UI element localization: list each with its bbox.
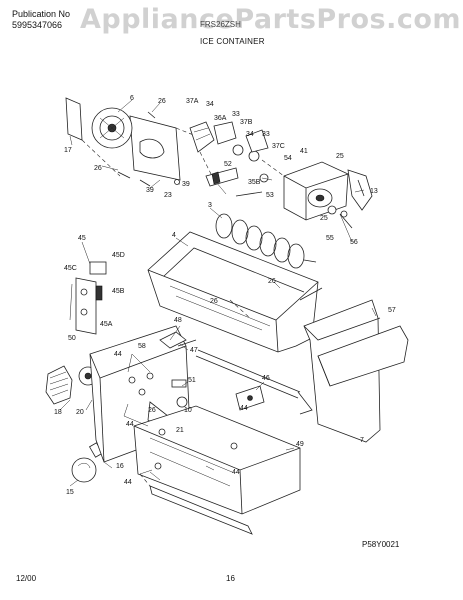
auger-spring	[215, 213, 317, 269]
callout-48: 48	[174, 317, 182, 324]
callout-44: 44	[114, 351, 122, 358]
dispenser-motor	[45, 365, 98, 405]
callout-26-b: 26	[94, 165, 102, 172]
callout-45b: 45B	[112, 288, 125, 295]
callout-7: 7	[360, 437, 364, 444]
callout-44-b: 44	[240, 405, 248, 412]
part-callouts: 6 26 37A 34 36A 33 37B 34 33 17 37C 54 4…	[54, 95, 396, 496]
callout-26-c: 26	[268, 278, 276, 285]
bracket-assembly	[65, 97, 207, 187]
callout-21: 21	[176, 427, 184, 434]
callout-51: 51	[188, 377, 196, 384]
callout-41: 41	[300, 148, 308, 155]
callout-6: 6	[130, 95, 134, 102]
callout-13: 13	[370, 188, 378, 195]
callout-15: 15	[66, 489, 74, 496]
callout-16: 16	[116, 463, 124, 470]
callout-55: 55	[326, 235, 334, 242]
linkage-parts	[189, 121, 269, 197]
callout-23: 23	[164, 192, 172, 199]
callout-34: 34	[206, 101, 214, 108]
callout-3: 3	[208, 202, 212, 209]
callout-33: 33	[232, 111, 240, 118]
front-cover	[303, 299, 409, 443]
callout-26: 26	[158, 98, 166, 105]
actuator-arm	[195, 349, 313, 415]
callout-37c: 37C	[272, 143, 285, 150]
lamp-bulb	[71, 442, 104, 483]
callout-17: 17	[64, 147, 72, 154]
callout-34-b: 34	[246, 131, 254, 138]
callout-26-e: 26	[148, 407, 156, 414]
callout-54: 54	[284, 155, 292, 162]
callout-45d: 45D	[112, 252, 125, 259]
callout-36a: 36A	[214, 115, 227, 122]
ice-container-body	[147, 231, 323, 353]
diagram-code: P58Y0021	[362, 540, 400, 549]
footer-page-number: 16	[226, 574, 235, 583]
callout-56: 56	[350, 239, 358, 246]
callout-45: 45	[78, 235, 86, 242]
callout-18: 18	[54, 409, 62, 416]
header-code: FRS26ZSH	[200, 20, 241, 29]
callout-46: 46	[262, 375, 270, 382]
callout-26-d: 26	[210, 298, 218, 305]
watermark: AppliancePartsPros.com	[80, 4, 462, 35]
callout-37b: 37B	[240, 119, 253, 126]
callout-47: 47	[190, 347, 198, 354]
callout-37a: 37A	[186, 98, 199, 105]
callout-44-d: 44	[232, 469, 240, 476]
callout-33-b: 33	[262, 131, 270, 138]
callout-39: 39	[182, 181, 190, 188]
callout-39-b: 39	[146, 187, 154, 194]
publication-label: Publication No	[12, 9, 71, 19]
section-title: ICE CONTAINER	[200, 37, 265, 46]
callout-50: 50	[68, 335, 76, 342]
motor-housing	[261, 159, 373, 229]
callout-45c: 45C	[64, 265, 77, 272]
callout-52: 52	[224, 161, 232, 168]
leader-lines	[59, 99, 377, 487]
callout-58: 58	[138, 343, 146, 350]
switch-assembly	[69, 261, 107, 335]
callout-53: 53	[266, 192, 274, 199]
bottom-bracket	[133, 405, 301, 535]
callout-10: 10	[184, 407, 192, 414]
callout-25-b: 25	[320, 215, 328, 222]
footer-date: 12/00	[16, 574, 37, 583]
callout-4: 4	[172, 232, 176, 239]
callout-45a: 45A	[100, 321, 113, 328]
callout-35b: 35B	[248, 179, 261, 186]
callout-49: 49	[296, 441, 304, 448]
callout-57: 57	[388, 307, 396, 314]
callout-44-c: 44	[126, 421, 134, 428]
publication-number: 5995347066	[12, 20, 63, 30]
callout-44-e: 44	[124, 479, 132, 486]
callout-20: 20	[76, 409, 84, 416]
callout-25: 25	[336, 153, 344, 160]
